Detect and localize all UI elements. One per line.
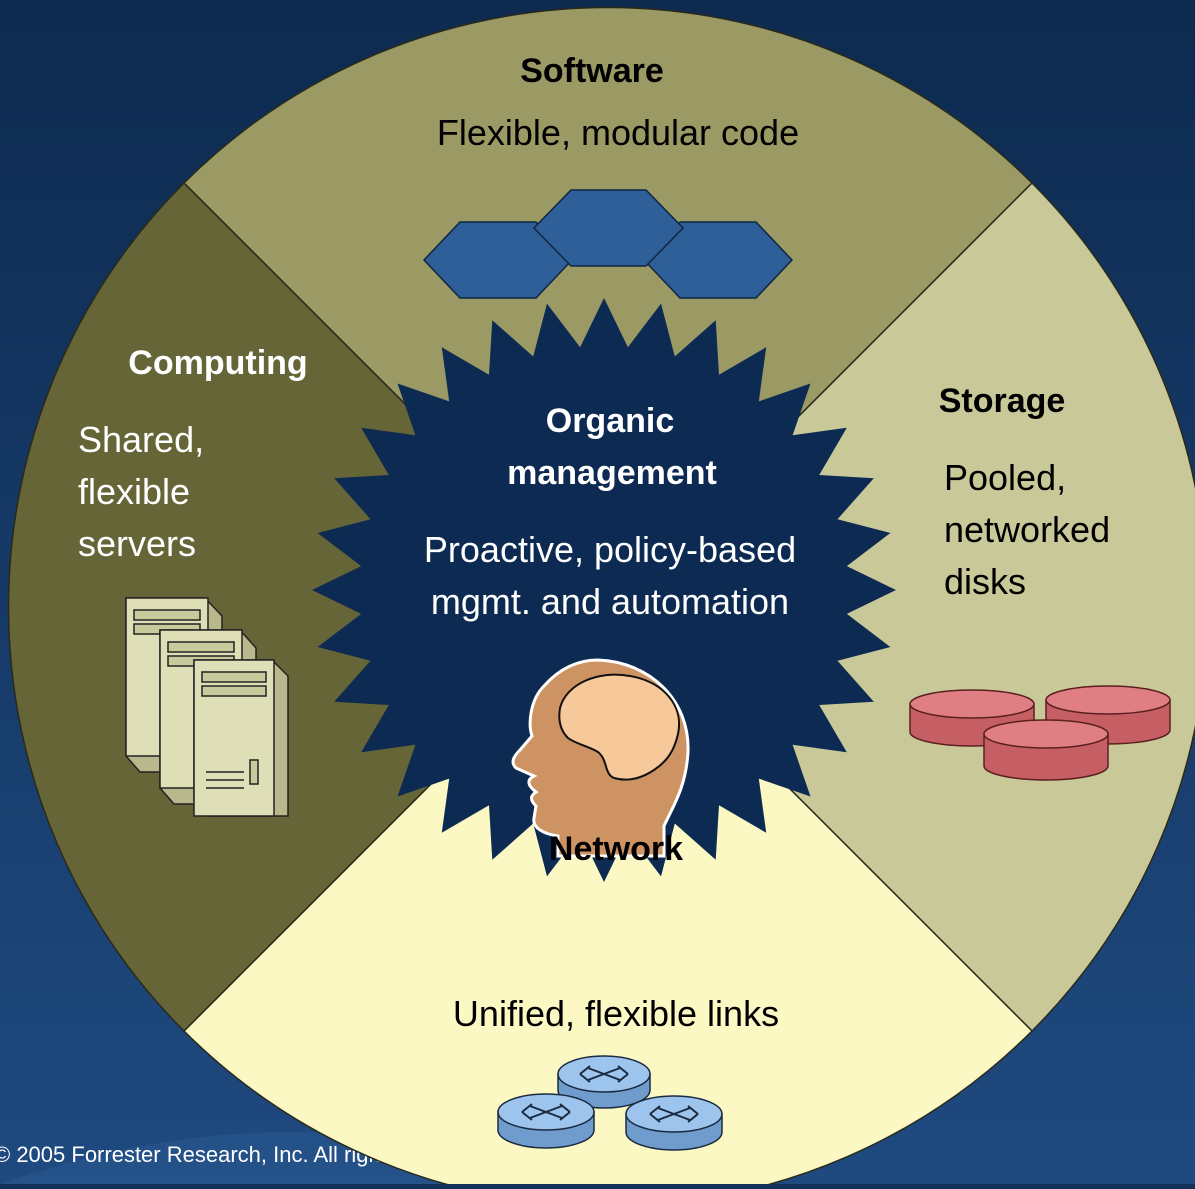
segment-computing xyxy=(7,181,610,1033)
copyright-text: © 2005 Forrester Research, Inc. All righ… xyxy=(0,1142,398,1167)
router-icon xyxy=(497,1055,723,1151)
storage-subtitle-line-3: disks xyxy=(944,561,1026,602)
segment-network xyxy=(182,605,1034,1189)
computing-title: Computing xyxy=(128,344,307,382)
router-left xyxy=(497,1093,595,1149)
computing-subtitle-line-2: flexible xyxy=(78,471,190,512)
server-front xyxy=(193,659,289,817)
storage-subtitle-line-2: networked xyxy=(944,509,1110,550)
storage-title: Storage xyxy=(939,382,1066,420)
center-title-line-1: Organic xyxy=(546,402,674,440)
router-right xyxy=(625,1095,723,1151)
brain xyxy=(558,673,681,781)
center-subtitle-line-2: mgmt. and automation xyxy=(431,581,789,622)
center-title-line-2: management xyxy=(507,454,717,492)
disk-front xyxy=(983,719,1109,781)
computing-subtitle-line-1: Shared, xyxy=(78,419,204,460)
segment-storage xyxy=(606,181,1195,1033)
server-tower-icon xyxy=(125,597,289,817)
center-subtitle-line-1: Proactive, policy-based xyxy=(424,529,796,570)
network-subtitle: Unified, flexible links xyxy=(453,993,779,1034)
software-subtitle: Flexible, modular code xyxy=(437,112,799,153)
hexagon-modules-icon xyxy=(422,189,794,299)
disk-storage-icon xyxy=(909,685,1171,781)
center-starburst xyxy=(312,298,896,882)
brain-head-icon xyxy=(511,658,690,858)
computing-subtitle-line-3: servers xyxy=(78,523,196,564)
software-title: Software xyxy=(520,52,664,90)
network-title: Network xyxy=(549,830,683,868)
storage-subtitle-line-1: Pooled, xyxy=(944,457,1066,498)
